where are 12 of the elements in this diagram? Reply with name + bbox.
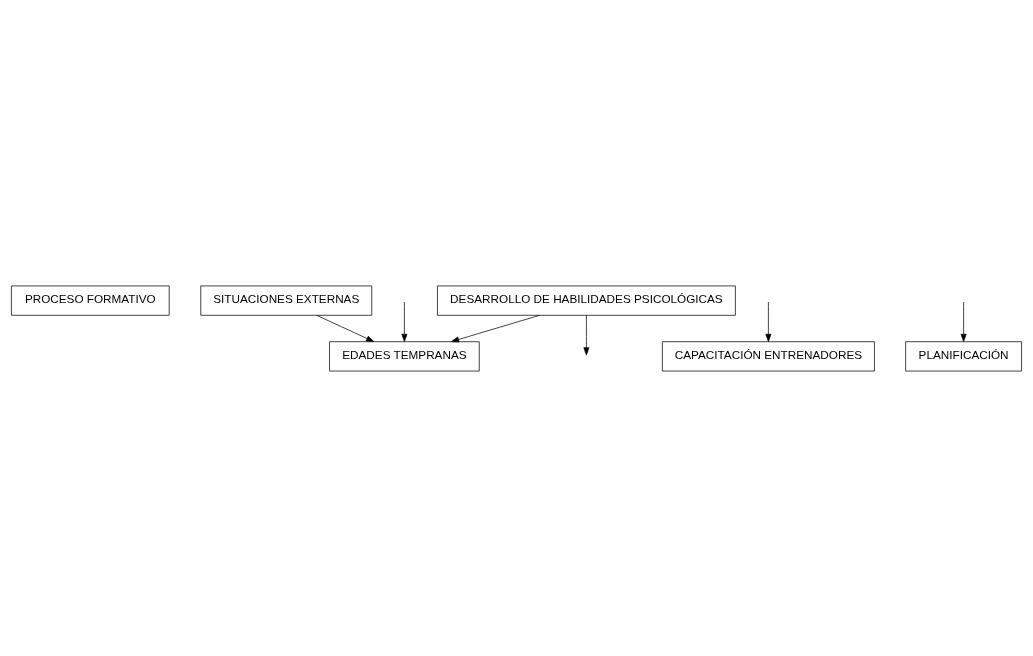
arrow — [765, 301, 772, 342]
node-box: EDADES TEMPRANAS — [329, 340, 480, 371]
arrow — [451, 314, 540, 342]
node-box: PLANIFICACIÓN — [905, 340, 1022, 371]
arrow — [401, 301, 408, 342]
node-box: PROCESO FORMATIVO — [11, 285, 170, 316]
node-box: DESARROLLO DE HABILIDADES PSICOLÓGICAS — [437, 285, 736, 316]
arrow — [316, 314, 375, 342]
arrow — [960, 301, 967, 342]
node-box: SITUACIONES EXTERNAS — [200, 285, 373, 316]
arrow — [583, 314, 590, 355]
node-box: CAPACITACIÓN ENTRENADORES — [662, 340, 875, 371]
